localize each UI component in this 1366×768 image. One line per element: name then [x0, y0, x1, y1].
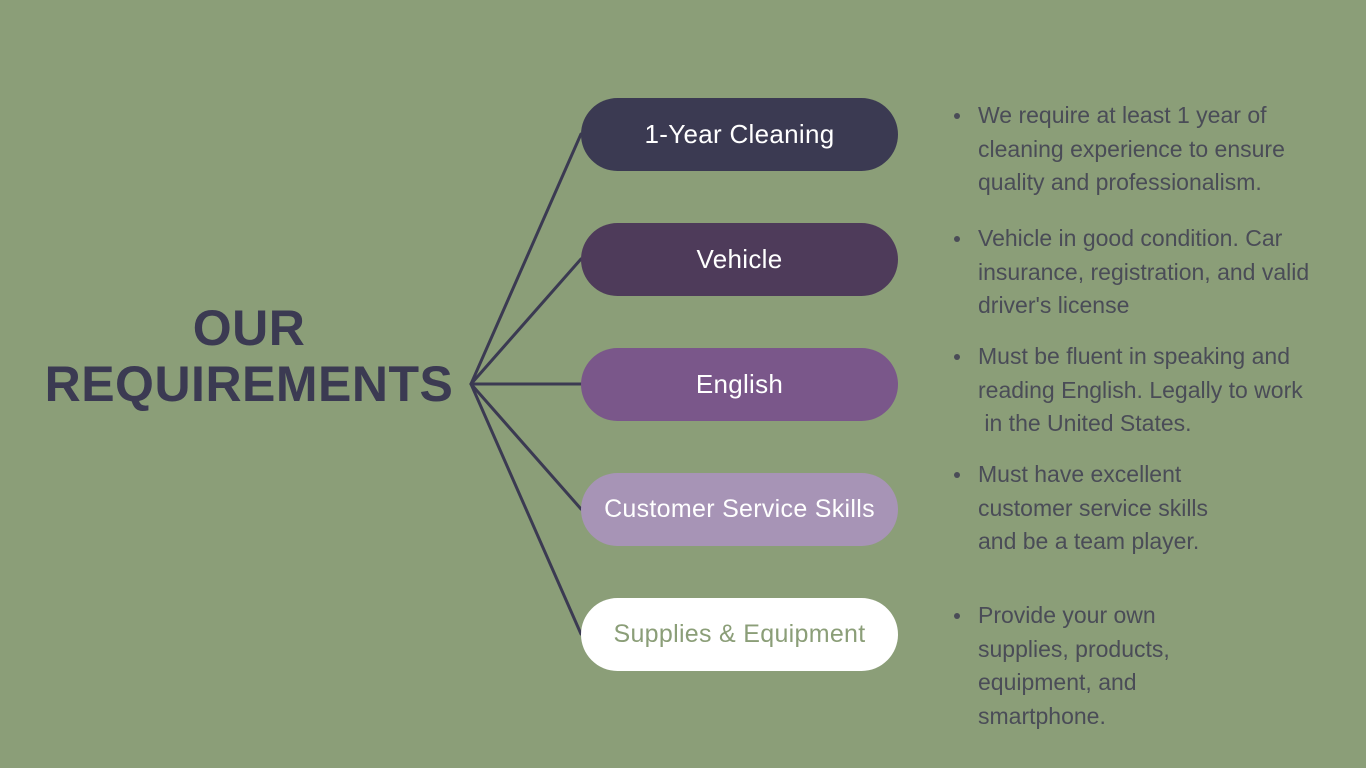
description-line: and be a team player. — [978, 528, 1200, 554]
description-line: equipment, and — [978, 669, 1137, 695]
requirement-pill-vehicle: Vehicle — [581, 223, 898, 296]
description-item: Provide your own supplies, products, equ… — [952, 599, 1362, 733]
connector-line-1 — [469, 132, 583, 386]
description-line: smartphone. — [978, 702, 1106, 729]
requirement-description-cleaning: We require at least 1 year of cleaning e… — [952, 99, 1362, 200]
page-title: OUR REQUIREMENTS — [0, 300, 498, 412]
description-line: supplies, products, — [978, 635, 1170, 662]
requirement-pill-cleaning: 1-Year Cleaning — [581, 98, 898, 171]
description-line: We require at least 1 year of — [978, 102, 1267, 128]
requirement-description-supplies: Provide your own supplies, products, equ… — [952, 599, 1362, 733]
requirement-pill-english: English — [581, 348, 898, 421]
description-line: Must be fluent in speaking and — [978, 343, 1290, 369]
connector-line-2 — [469, 257, 583, 386]
requirement-description-english: Must be fluent in speaking and reading E… — [952, 340, 1362, 441]
requirement-pill-customer-service: Customer Service Skills — [581, 473, 898, 546]
description-line: cleaning experience to ensure — [978, 135, 1285, 162]
description-item: Must have excellent customer service ski… — [952, 458, 1362, 559]
description-line: reading English. Legally to work — [978, 376, 1303, 403]
requirement-label: Vehicle — [696, 244, 783, 274]
connector-line-4 — [469, 382, 583, 511]
requirement-description-vehicle: Vehicle in good condition. Car insurance… — [952, 222, 1362, 323]
description-line: in the United States. — [978, 410, 1192, 436]
requirement-label: Customer Service Skills — [604, 495, 875, 523]
requirement-description-customer-service: Must have excellent customer service ski… — [952, 458, 1362, 559]
description-line: Must have excellent — [978, 461, 1182, 487]
description-item: We require at least 1 year of cleaning e… — [952, 99, 1362, 200]
description-line: insurance, registration, and valid — [978, 258, 1310, 285]
title-line-1: OUR — [192, 300, 306, 356]
requirement-label: 1-Year Cleaning — [644, 119, 835, 149]
description-item: Must be fluent in speaking and reading E… — [952, 340, 1362, 441]
requirement-pill-supplies: Supplies & Equipment — [581, 598, 898, 671]
description-line: quality and professionalism. — [978, 169, 1262, 195]
description-line: customer service skills — [978, 494, 1209, 521]
description-line: Vehicle in good condition. Car — [978, 225, 1283, 251]
requirement-label: English — [695, 369, 784, 399]
requirement-label: Supplies & Equipment — [613, 620, 866, 648]
title-line-2: REQUIREMENTS — [44, 356, 454, 412]
description-item: Vehicle in good condition. Car insurance… — [952, 222, 1362, 323]
connector-line-5 — [469, 382, 583, 636]
description-line: driver's license — [978, 292, 1130, 318]
description-line: Provide your own — [978, 602, 1156, 628]
